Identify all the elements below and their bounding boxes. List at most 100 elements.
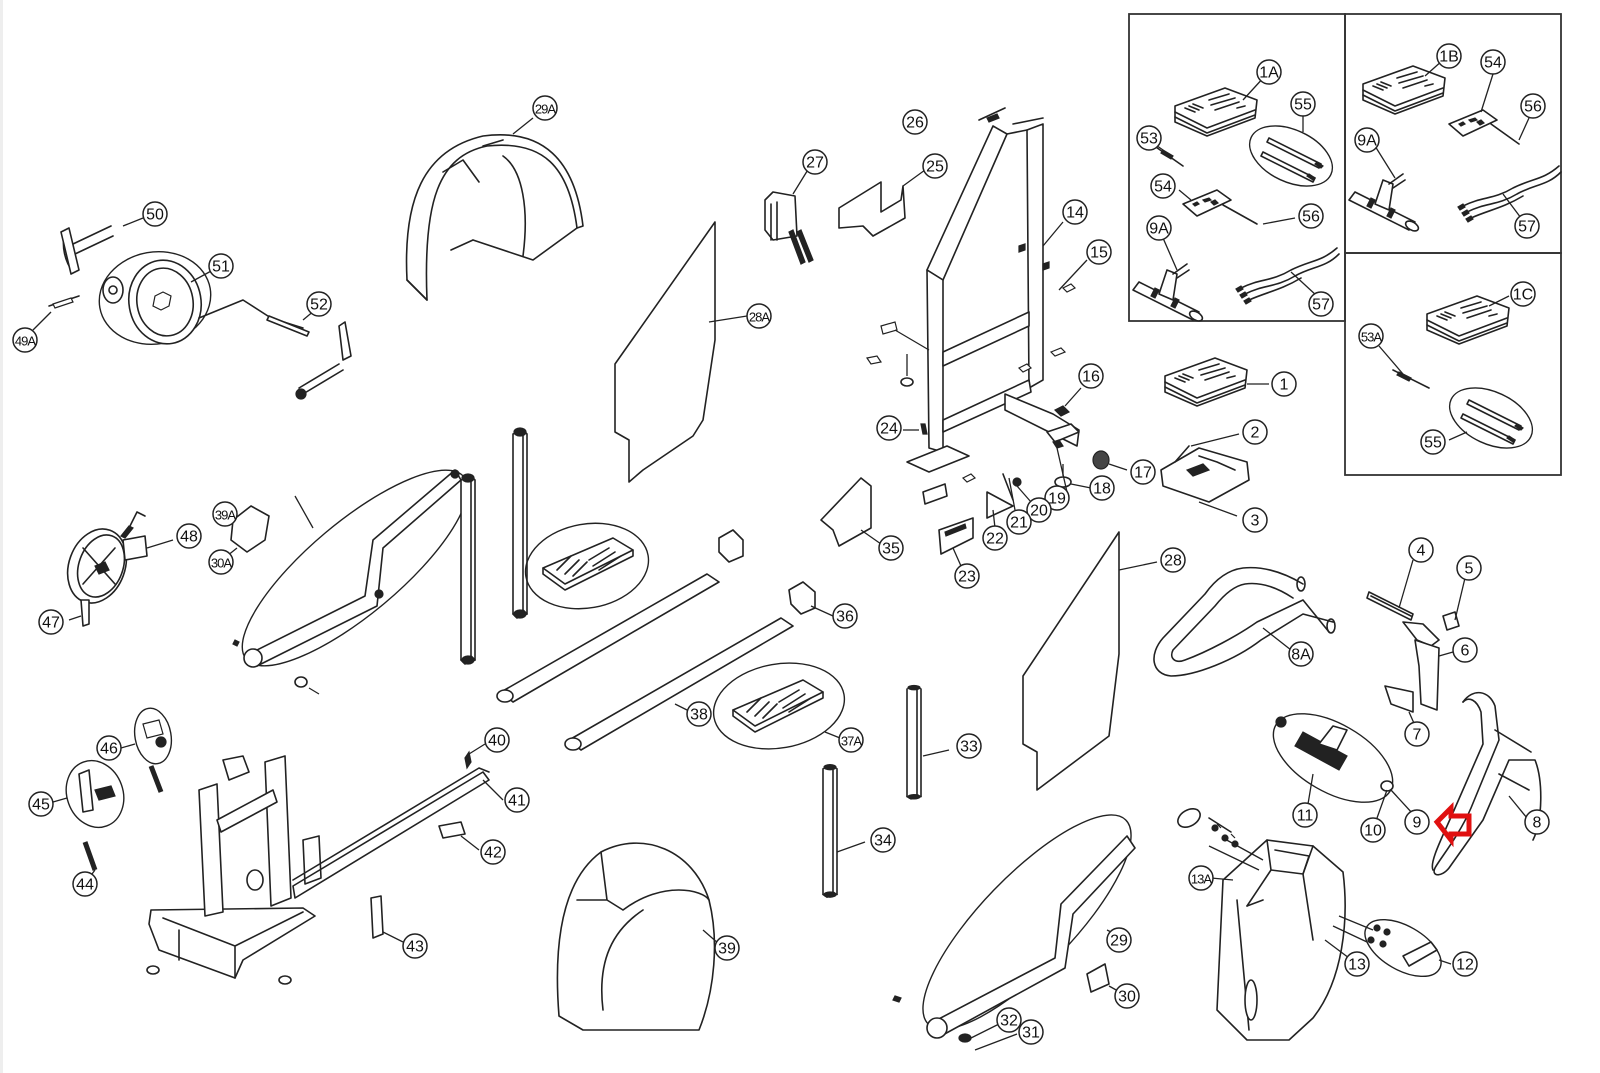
callout-circle xyxy=(1089,475,1115,501)
callout-circle xyxy=(1452,637,1478,663)
callout-31: 31 xyxy=(1018,1019,1044,1045)
callout-26: 26 xyxy=(902,109,928,135)
callout-label: 11 xyxy=(1297,808,1314,825)
panel-a-parts xyxy=(1132,75,1340,324)
callout-label: 48 xyxy=(180,529,198,546)
callout-circle xyxy=(1086,239,1112,265)
callout-label: 28A xyxy=(749,310,770,325)
callout-label: 16 xyxy=(1082,369,1100,386)
callout-circle xyxy=(922,153,948,179)
callout-circle xyxy=(38,609,64,635)
callout-label: 10 xyxy=(1364,823,1382,840)
callout-57: 57 xyxy=(1514,213,1540,239)
callout-label: 14 xyxy=(1066,205,1084,222)
bracket-25 xyxy=(838,169,926,237)
callout-23: 23 xyxy=(954,563,980,589)
callout-34: 34 xyxy=(870,827,896,853)
callout-label: 46 xyxy=(100,741,118,758)
callout-circle xyxy=(532,95,558,121)
callout-label: 40 xyxy=(488,733,506,750)
callout-circle xyxy=(876,415,902,441)
callout-circle xyxy=(504,787,530,813)
callout-circle xyxy=(714,935,740,961)
callout-18: 18 xyxy=(1089,475,1115,501)
callout-53: 53 xyxy=(1136,125,1162,151)
red-arrow-marker xyxy=(1433,801,1472,848)
inset-panel-c xyxy=(1344,252,1562,476)
callout-circle xyxy=(1150,173,1176,199)
callout-circle xyxy=(1062,199,1088,225)
callout-1c: 1C xyxy=(1510,281,1536,307)
handlebar-8 xyxy=(1431,691,1542,876)
callout-12: 12 xyxy=(1452,951,1478,977)
callout-label: 13 xyxy=(1348,957,1366,974)
callout-28: 28 xyxy=(1160,547,1186,573)
callout-circle xyxy=(982,525,1008,551)
callout-57: 57 xyxy=(1308,291,1334,317)
callout-label: 56 xyxy=(1524,99,1542,116)
callout-label: 1C xyxy=(1513,287,1533,304)
parts-44-46 xyxy=(52,707,173,879)
base-frame-41 xyxy=(146,743,504,985)
callout-circle xyxy=(1308,291,1334,317)
callout-circle xyxy=(1480,49,1506,75)
callout-label: 24 xyxy=(880,421,898,438)
callout-4: 4 xyxy=(1408,537,1434,563)
callout-circle xyxy=(1524,809,1550,835)
callout-circle xyxy=(1456,555,1482,581)
callout-circle xyxy=(306,291,332,317)
callout-label: 22 xyxy=(986,531,1004,548)
callout-label: 52 xyxy=(310,297,328,314)
callout-8: 8 xyxy=(1524,809,1550,835)
callout-circle xyxy=(1146,215,1172,241)
callout-15: 15 xyxy=(1086,239,1112,265)
callout-label: 54 xyxy=(1154,179,1172,196)
console-mount-2-3 xyxy=(1160,433,1250,517)
callout-circle xyxy=(1360,817,1386,843)
callout-label: 41 xyxy=(508,793,526,810)
callout-46: 46 xyxy=(96,735,122,761)
callout-circle xyxy=(746,303,772,329)
callout-circle xyxy=(956,733,982,759)
board-54 xyxy=(1182,189,1232,217)
side-panel-28 xyxy=(1022,531,1158,791)
callout-56: 56 xyxy=(1298,203,1324,229)
callout-circle xyxy=(484,727,510,753)
console-1B xyxy=(1362,65,1446,115)
callout-label: 31 xyxy=(1022,1025,1040,1042)
callout-22: 22 xyxy=(982,525,1008,551)
flywheel-assembly xyxy=(32,217,352,400)
console-1A xyxy=(1174,87,1258,137)
callout-circle xyxy=(1242,419,1268,445)
callout-label: 53A xyxy=(1361,330,1382,345)
board-54-b xyxy=(1448,109,1498,137)
callout-circle xyxy=(28,791,54,817)
callout-28a: 28A xyxy=(746,303,772,329)
callout-label: 15 xyxy=(1090,245,1108,262)
callout-8a: 8A xyxy=(1288,641,1314,667)
callout-label: 5 xyxy=(1465,561,1474,578)
callout-51: 51 xyxy=(208,253,234,279)
callout-50: 50 xyxy=(142,201,168,227)
callout-circle xyxy=(686,701,712,727)
handlebar-assembly-9 xyxy=(1272,713,1414,819)
callout-5: 5 xyxy=(1456,555,1482,581)
callout-label: 19 xyxy=(1048,491,1066,508)
callout-circle xyxy=(1436,43,1462,69)
callout-label: 43 xyxy=(406,939,424,956)
callout-label: 7 xyxy=(1413,727,1422,744)
callout-circle xyxy=(12,327,38,353)
callout-13a: 13A xyxy=(1188,865,1214,891)
pedal-bar-38 xyxy=(496,529,834,751)
callout-circle xyxy=(402,933,428,959)
callout-label: 56 xyxy=(1302,209,1320,226)
callout-label: 33 xyxy=(960,739,978,756)
callout-label: 47 xyxy=(42,615,60,632)
callout-circle xyxy=(878,535,904,561)
callout-circle xyxy=(1290,91,1316,117)
callout-label: 39 xyxy=(718,941,736,958)
bars-55 xyxy=(1260,137,1324,183)
callout-label: 1B xyxy=(1439,49,1459,66)
callout-36: 36 xyxy=(832,603,858,629)
highlight-marker xyxy=(1433,801,1472,848)
